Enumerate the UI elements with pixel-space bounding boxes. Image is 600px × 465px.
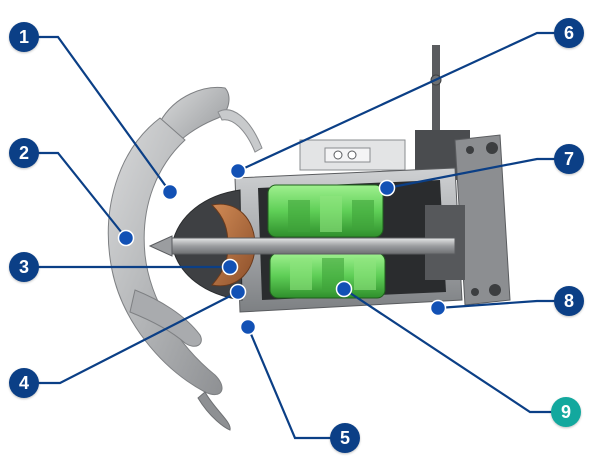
marker-1 — [161, 183, 179, 201]
propeller — [107, 86, 231, 431]
shaft-nose — [148, 235, 173, 257]
callout-badge-1: 1 — [9, 22, 39, 52]
markers — [117, 162, 447, 336]
propeller-blade-tip — [197, 391, 231, 431]
callout-badge-2: 2 — [9, 138, 39, 168]
propeller-blade-main — [107, 117, 223, 396]
marker-8 — [429, 299, 447, 317]
marker-9 — [335, 280, 353, 298]
callout-badge-9: 9 — [551, 397, 581, 427]
callout-badge-6: 6 — [554, 18, 584, 48]
marker-3 — [221, 258, 239, 276]
stator-winding — [267, 184, 386, 299]
mounting-plate — [454, 134, 511, 306]
callout-badge-8: 8 — [554, 286, 584, 316]
drive-shaft — [169, 237, 456, 255]
marker-7 — [378, 179, 396, 197]
lifting-frame — [217, 109, 263, 153]
marker-5 — [239, 318, 257, 336]
callout-badge-3: 3 — [9, 252, 39, 282]
lifting-bracket — [299, 45, 470, 185]
callout-badge-5: 5 — [330, 423, 360, 453]
leader-line-5 — [246, 326, 345, 440]
callout-badge-7: 7 — [554, 144, 584, 174]
leader-line-8 — [437, 299, 569, 310]
propeller-blade-lower — [129, 289, 202, 347]
marker-2 — [117, 229, 135, 247]
callout-badge-4: 4 — [9, 368, 39, 398]
marker-4 — [229, 283, 247, 301]
marker-6 — [229, 162, 247, 180]
